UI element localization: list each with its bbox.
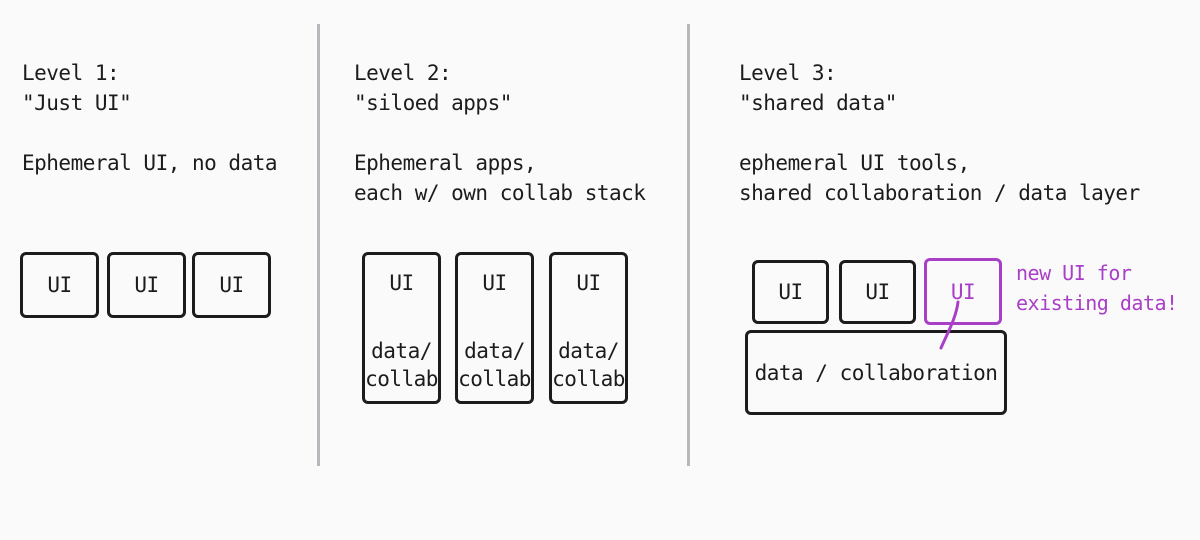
level3-ui-box: UI [752,260,829,324]
level3-header: Level 3: "shared data" ephemeral UI tool… [739,58,1140,208]
level2-description-line2: each w/ own collab stack [354,181,646,205]
ui-box-label: UI [950,279,976,304]
level2-app-box: UI data/ collab [549,252,628,404]
app-data-label: data/ collab [552,339,625,391]
app-ui-label: UI [482,271,507,295]
level1-ui-box: UI [107,252,186,318]
app-data-label: data/ collab [365,339,438,391]
level1-header: Level 1: "Just UI" Ephemeral UI, no data [22,58,278,178]
ui-box-label: UI [865,280,890,304]
level3-data-layer: data / collaboration [745,330,1007,415]
app-ui-label: UI [576,271,601,295]
level2-description-line1: Ephemeral apps, [354,151,537,175]
level2-app-box: UI data/ collab [362,252,441,404]
app-data-label: data/ collab [458,339,531,391]
level2-subtitle: "siloed apps" [354,91,512,115]
level3-description-line2: shared collaboration / data layer [739,181,1140,205]
ui-box-label: UI [47,273,72,297]
level1-heading: Level 1: [22,61,120,85]
level1-ui-box: UI [20,252,99,318]
data-layer-label: data / collaboration [754,360,998,385]
app-ui-label: UI [389,271,414,295]
ui-box-label: UI [778,280,803,304]
level3-subtitle: "shared data" [739,91,897,115]
ui-box-label: UI [134,273,159,297]
level3-description-line1: ephemeral UI tools, [739,151,970,175]
level3-heading: Level 3: [739,61,837,85]
level2-heading: Level 2: [354,61,452,85]
level3-annotation: new UI for existing data! [1016,261,1178,315]
level2-header: Level 2: "siloed apps" Ephemeral apps, e… [354,58,646,208]
level1-description: Ephemeral UI, no data [22,151,278,175]
level1-subtitle: "Just UI" [22,91,132,115]
ui-box-label: UI [219,273,244,297]
level2-app-box: UI data/ collab [455,252,534,404]
level1-ui-box: UI [192,252,271,318]
level3-new-ui-box: UI [924,258,1002,325]
level3-ui-box: UI [839,260,916,324]
divider-right [687,24,690,466]
divider-left [317,24,320,466]
